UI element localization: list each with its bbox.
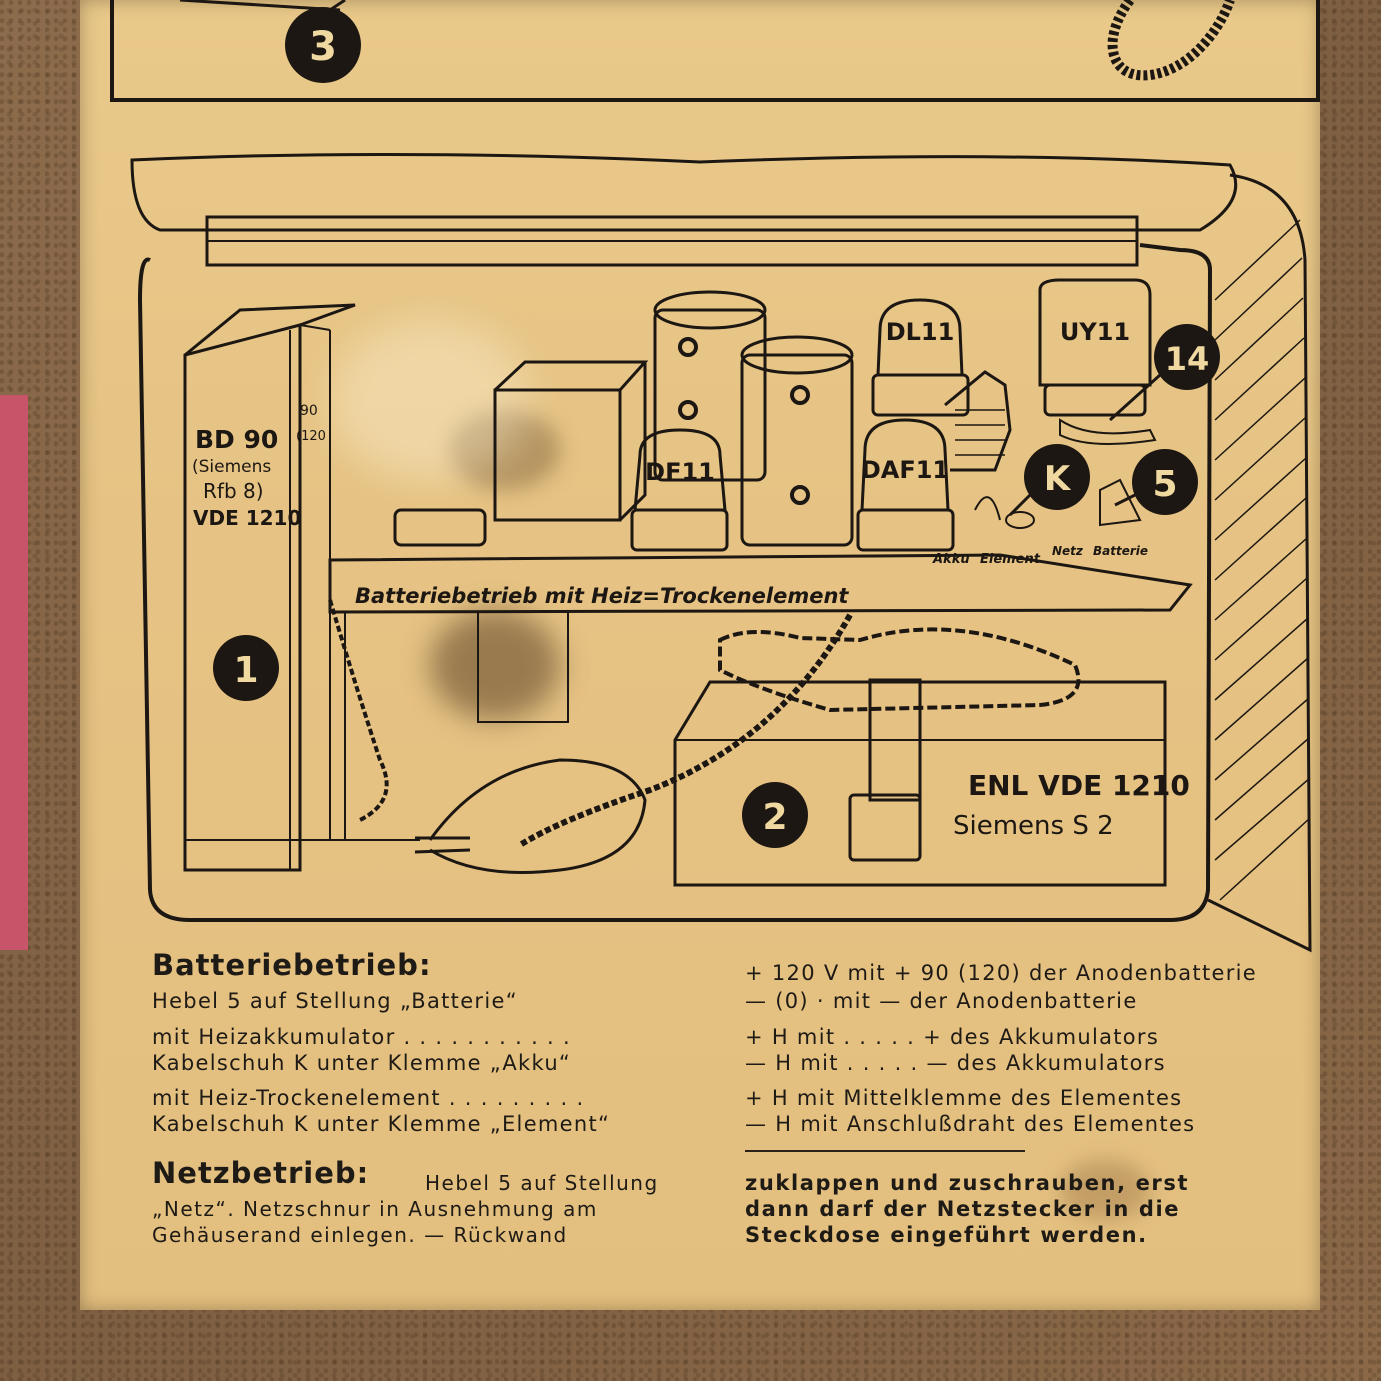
netz-right-line-3: Steckdose eingeführt werden. — [745, 1223, 1148, 1247]
netz-right-line-1: zuklappen und zuschrauben, erst — [745, 1171, 1190, 1195]
terminal-akku: Akku — [932, 552, 970, 567]
tube-df11-label: DF11 — [645, 458, 715, 486]
stain — [1060, 1160, 1150, 1220]
left-line-4: mit Heiz-Trockenelement . . . . . . . . … — [152, 1086, 585, 1110]
top-panel-frame — [110, 0, 1320, 102]
right-line-6: — H mit Anschlußdraht des Elementes — [745, 1112, 1196, 1136]
left-line-1: Hebel 5 auf Stellung „Batterie“ — [152, 989, 518, 1013]
marker-1: 1 — [233, 650, 258, 691]
right-line-4: — H mit . . . . . — des Akkumulators — [745, 1051, 1166, 1075]
marker-3: 3 — [309, 24, 337, 70]
bd90-line1: BD 90 — [195, 425, 278, 454]
right-line-1: + 120 V mit + 90 (120) der Anodenbatteri… — [745, 961, 1257, 985]
tray-label: Batteriebetrieb mit Heiz=Trockenelement — [355, 584, 849, 608]
bd90-line2: (Siemens — [192, 457, 271, 477]
netz-right-line-2: dann darf der Netzstecker in die — [745, 1197, 1181, 1221]
bd90-line3: Rfb 8) — [203, 479, 264, 503]
marker-5: 5 — [1152, 464, 1177, 505]
pink-label-edge — [0, 395, 28, 950]
tube-uy11-label: UY11 — [1060, 318, 1130, 346]
left-line-5: Kabelschuh K unter Klemme „Element“ — [152, 1112, 611, 1136]
marker-k: K — [1044, 459, 1072, 499]
tube-daf11-label: DAF11 — [861, 456, 949, 484]
right-line-3: + H mit . . . . . + des Akkumulators — [745, 1025, 1160, 1049]
netz-heading: Netzbetrieb: — [152, 1156, 370, 1190]
section-divider — [745, 1150, 1025, 1152]
stain — [430, 610, 560, 720]
left-line-3: Kabelschuh K unter Klemme „Akku“ — [152, 1051, 572, 1075]
stain — [450, 410, 560, 490]
bd90-line4: VDE 1210 — [193, 506, 301, 530]
left-line-2: mit Heizakkumulator . . . . . . . . . . … — [152, 1025, 571, 1049]
terminal-netz: Netz — [1052, 544, 1084, 558]
tube-dl11-label: DL11 — [886, 318, 955, 346]
bd90-side2: (120 — [296, 429, 326, 444]
enl-line2: Siemens S 2 — [953, 811, 1114, 841]
marker-14: 14 — [1165, 340, 1210, 378]
enl-line1: ENL VDE 1210 — [968, 769, 1190, 802]
marker-2: 2 — [762, 797, 787, 838]
battery-heading: Batteriebetrieb: — [152, 948, 432, 982]
netz-left-line-1: Hebel 5 auf Stellung — [425, 1171, 659, 1195]
right-line-2: — (0) · mit — der Anodenbatterie — [745, 989, 1138, 1013]
bd90-side1: 90 — [300, 403, 318, 419]
netz-left-line-2: „Netz“. Netzschnur in Ausnehmung am — [152, 1197, 598, 1221]
terminal-element: Element — [980, 552, 1041, 567]
cable-coil — [1107, 0, 1235, 81]
terminal-batterie: Batterie — [1093, 544, 1148, 558]
netz-left-line-3: Gehäuserand einlegen. — Rückwand — [152, 1223, 568, 1247]
right-line-5: + H mit Mittelklemme des Elementes — [745, 1086, 1183, 1110]
stain — [330, 320, 530, 480]
